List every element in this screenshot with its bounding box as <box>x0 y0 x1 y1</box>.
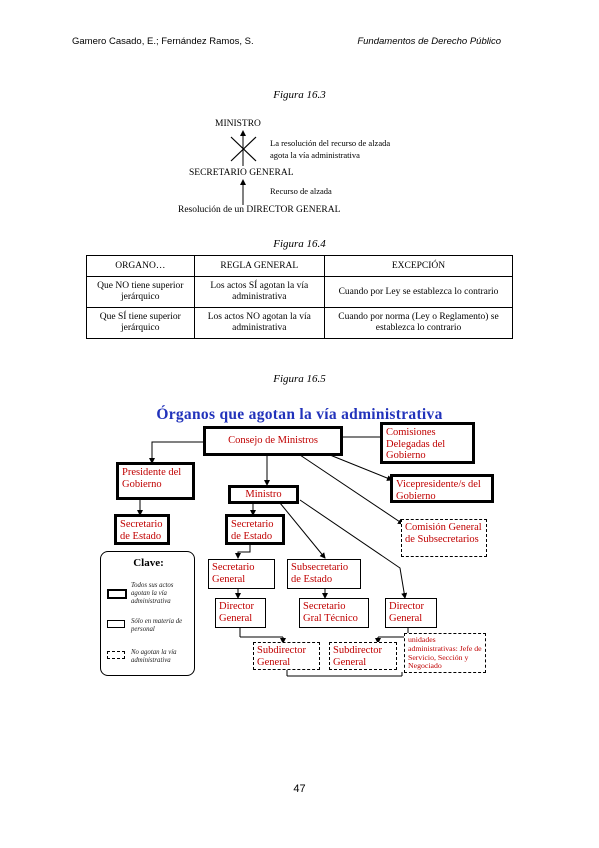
link-consejo-comision-general <box>299 454 404 525</box>
fig163-ministro: MINISTRO <box>215 119 261 129</box>
node-comision-general-subsecretarios: Comisión General de Subsecretarios <box>401 519 487 557</box>
link-ministro-subsecretario <box>279 502 326 559</box>
fig164-cell: Cuando por norma (Ley o Reglamento) se e… <box>324 307 513 339</box>
fig164-cell: Que NO tiene superior jerárquico <box>86 276 195 308</box>
node-comisiones-delegadas: Comisiones Delegadas del Gobierno <box>380 422 475 464</box>
fig164-table: ORGANO… REGLA GENERAL EXCEPCIÓN Que NO t… <box>86 255 513 339</box>
fig163-secretario: SECRETARIO GENERAL <box>189 168 294 178</box>
header-book-title: Fundamentos de Derecho Público <box>357 36 501 47</box>
page-number: 47 <box>293 783 306 795</box>
fig163-resolucion: Resolución de un DIRECTOR GENERAL <box>178 205 341 215</box>
fig163-recurso: Recurso de alzada <box>270 186 332 196</box>
link-consejo-presidente <box>149 441 205 464</box>
node-subdirector-general-1: Subdirector General <box>253 642 320 670</box>
header-authors: Gamero Casado, E.; Fernández Ramos, S. <box>72 36 254 47</box>
legend-sample-thin <box>107 620 125 628</box>
legend-item-thin: Sólo en materia de personal <box>131 618 183 633</box>
fig164-cell: Los actos NO agotan la vía administrativ… <box>193 307 326 339</box>
node-director-general-1: Director General <box>215 598 266 628</box>
figure-16-4-caption: Figura 16.4 <box>273 238 326 250</box>
fig164-cell: Los actos SÍ agotan la vía administrativ… <box>193 276 326 308</box>
fig163-arrows <box>230 130 257 205</box>
legend-sample-dashed <box>107 651 125 659</box>
node-unidades-administrativas: unidades administrativas: Jefe de Servic… <box>404 633 486 673</box>
link-consejo-vicepresidente <box>329 454 393 481</box>
node-consejo-de-ministros: Consejo de Ministros <box>203 426 343 456</box>
node-presidente: Presidente del Gobierno <box>116 462 195 500</box>
node-secretario-general: Secretario General <box>208 559 275 589</box>
link-ministro-director2 <box>299 499 408 599</box>
fig163-cross-b <box>230 136 257 162</box>
diagram-title: Órganos que agotan la vía administrativa <box>156 406 443 423</box>
node-secretario-estado-presidencia: Secretario de Estado <box>114 514 170 545</box>
figure-16-5-caption: Figura 16.5 <box>273 373 326 385</box>
fig163-note-line2: agota la vía administrativa <box>270 150 360 160</box>
node-secretario-estado-ministerio: Secretario de Estado <box>225 514 285 545</box>
node-subdirector-general-2: Subdirector General <box>329 642 397 670</box>
legend-title: Clave: <box>133 557 164 569</box>
table-row: Que NO tiene superior jerárquico Los act… <box>86 276 513 308</box>
node-secretario-gral-tecnico: Secretario Gral Técnico <box>299 598 369 628</box>
node-vicepresidente: Vicepresidente/s del Gobierno <box>390 474 494 503</box>
link-secretario-general <box>235 545 251 559</box>
table-row: Que SÍ tiene superior jerárquico Los act… <box>86 307 513 339</box>
node-subsecretario-estado: Subsecretario de Estado <box>287 559 361 589</box>
legend-item-thick: Todos sus actos agotan la vía administra… <box>131 582 174 605</box>
fig164-cell: Cuando por Ley se establezca lo contrari… <box>324 276 513 308</box>
node-ministro: Ministro <box>228 485 299 504</box>
legend-box: Clave: Todos sus actos agotan la vía adm… <box>100 551 195 676</box>
fig163-note-line1: La resolución del recurso de alzada <box>270 138 391 148</box>
node-director-general-2: Director General <box>385 598 437 628</box>
figure-16-3-caption: Figura 16.3 <box>273 89 326 101</box>
legend-sample-thick <box>107 589 127 599</box>
fig164-cell: Que SÍ tiene superior jerárquico <box>86 307 195 339</box>
legend-item-dashed: No agotan la vía administrativa <box>131 649 177 664</box>
